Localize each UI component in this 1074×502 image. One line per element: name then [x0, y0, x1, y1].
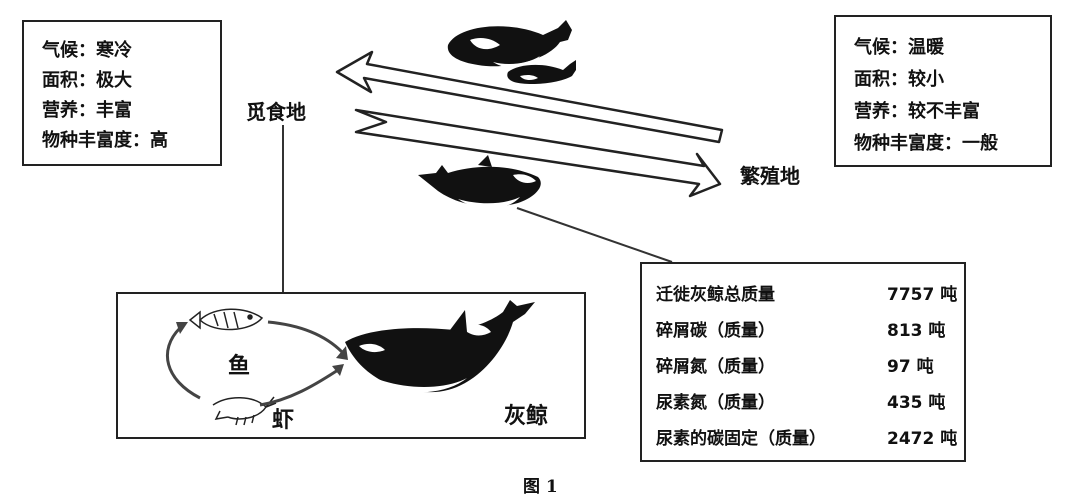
fish-label: 鱼: [228, 354, 251, 379]
food-web-arrowheads: [176, 322, 348, 376]
breeding-area-text: 面积：较小: [854, 69, 944, 90]
gray-whale-label: 灰鲸: [504, 404, 549, 429]
stat-value-detritus-nitrogen: 97 吨: [887, 357, 934, 377]
whale-stats-connector-line: [516, 207, 673, 263]
arrow-shrimp-to-fish: [165, 326, 201, 400]
breeding-climate-text: 气候：温暖: [854, 37, 944, 58]
food-web-arrows: [165, 320, 344, 407]
feeding-richness-text: 物种丰富度：高: [42, 130, 168, 151]
stat-label-urea-carbon-fixation: 尿素的碳固定（质量）: [656, 429, 826, 449]
feeding-area-text: 面积：极大: [42, 70, 132, 91]
migration-arrow-right: [354, 108, 722, 198]
arrow-fish-to-whale: [267, 320, 344, 354]
food-web-box: 鱼 虾 灰鲸: [116, 292, 586, 439]
stat-label-urea-nitrogen: 尿素氮（质量）: [656, 393, 775, 413]
migration-stats-box: 迁徙灰鲸总质量 7757 吨 碎屑碳（质量） 813 吨 碎屑氮（质量） 97 …: [640, 262, 966, 462]
stat-label-detritus-nitrogen: 碎屑氮（质量）: [656, 357, 775, 377]
breeding-ground-info-box: 气候：温暖 面积：较小 营养：较不丰富 物种丰富度：一般: [834, 15, 1052, 167]
breeding-nutrition-text: 营养：较不丰富: [854, 101, 980, 122]
feeding-ground-info-box: 气候：寒冷 面积：极大 营养：丰富 物种丰富度：高: [22, 20, 222, 166]
breeding-ground-label: 繁殖地: [740, 164, 800, 188]
stat-label-detritus-carbon: 碎屑碳（质量）: [656, 321, 775, 341]
migrating-whale-icon: [418, 155, 541, 209]
stat-value-total-mass: 7757 吨: [887, 285, 958, 305]
shrimp-label: 虾: [272, 408, 295, 433]
figure-caption: 图 1: [523, 477, 558, 497]
feeding-ground-label: 觅食地: [246, 100, 306, 124]
stat-value-urea-carbon-fixation: 2472 吨: [887, 429, 958, 449]
migration-arrow-left: [335, 50, 724, 144]
stat-value-urea-nitrogen: 435 吨: [887, 393, 946, 413]
gray-whale-icon: [345, 300, 535, 393]
stat-label-total-mass: 迁徙灰鲸总质量: [656, 285, 775, 305]
whale-pair-icon: [447, 20, 576, 84]
feeding-nutrition-text: 营养：丰富: [42, 100, 132, 121]
arrow-shrimp-to-whale: [259, 368, 339, 407]
feeding-climate-text: 气候：寒冷: [42, 40, 132, 61]
breeding-richness-text: 物种丰富度：一般: [854, 133, 998, 154]
stat-value-detritus-carbon: 813 吨: [887, 321, 946, 341]
fish-icon: [188, 308, 264, 331]
